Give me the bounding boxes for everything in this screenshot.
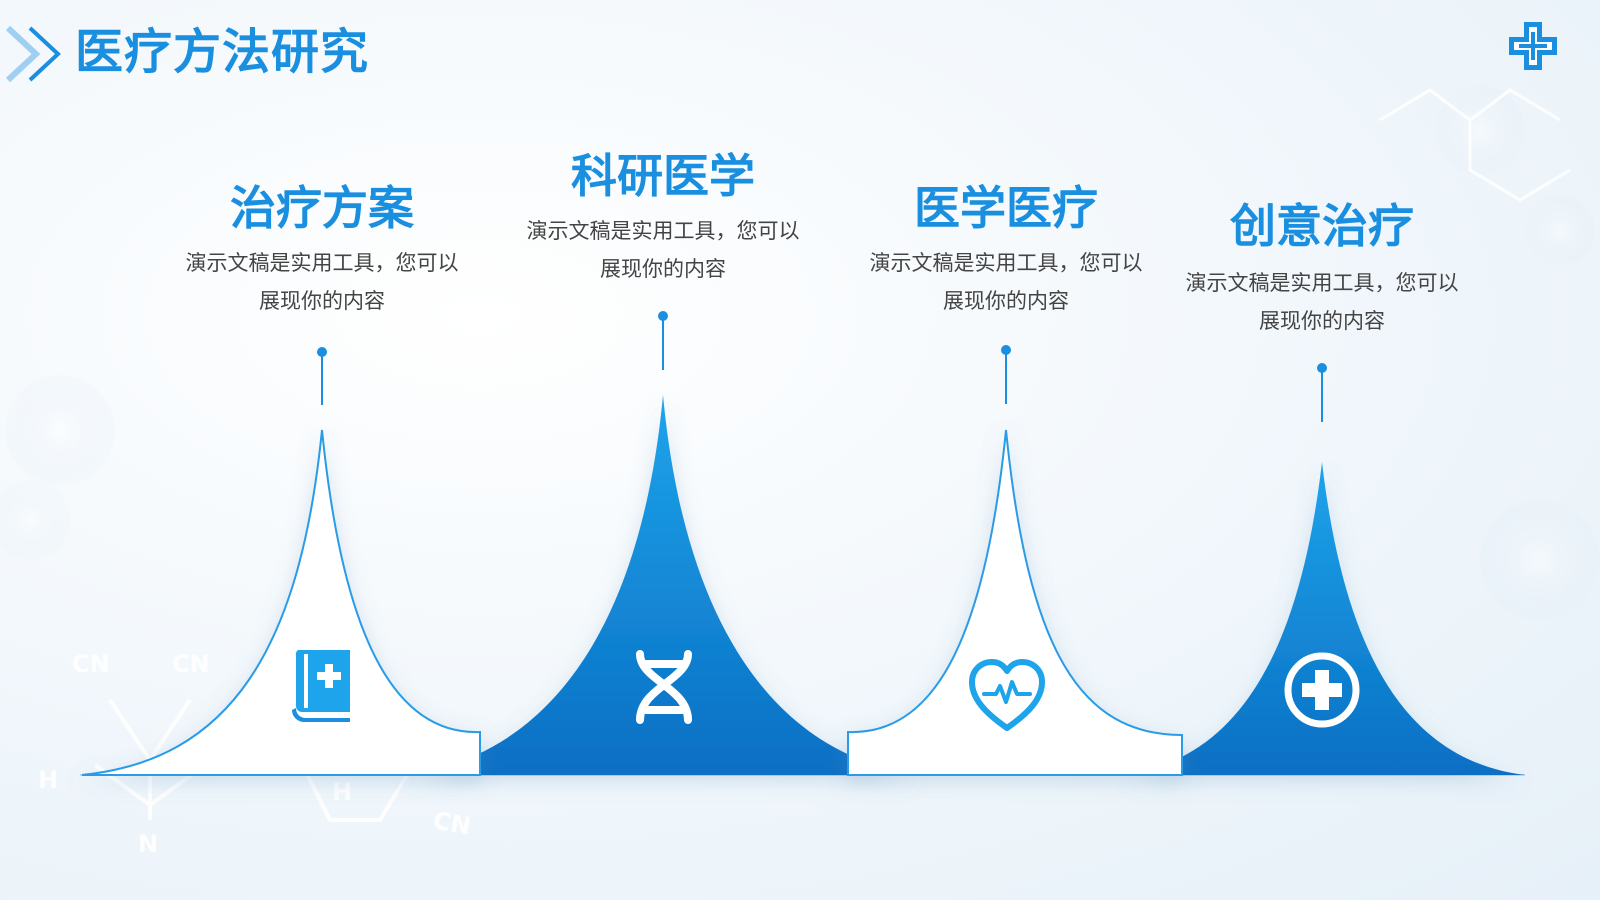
item-title-1: 治疗方案	[230, 181, 414, 235]
medical-book-icon	[292, 650, 350, 722]
item-description-2: 演示文稿是实用工具，您可以展现你的内容	[526, 219, 800, 281]
item-title-3: 医学医疗	[914, 181, 1098, 235]
peak-shape-1	[81, 429, 481, 776]
item-description-3: 演示文稿是实用工具，您可以展现你的内容	[869, 251, 1143, 313]
peak-shape-4	[1122, 462, 1525, 775]
peak-shape-2	[402, 395, 924, 775]
heartbeat-icon	[969, 659, 1045, 731]
item-title-4: 创意治疗	[1230, 199, 1414, 253]
item-title-2: 科研医学	[571, 149, 755, 203]
header: 医疗方法研究	[0, 0, 1600, 110]
dna-icon	[636, 650, 692, 724]
connector-dot	[1001, 345, 1011, 355]
peak-shape-3	[847, 429, 1183, 776]
chevron-right-icon	[5, 25, 61, 83]
medical-cross-logo-icon	[1509, 22, 1557, 70]
connector-dot	[317, 347, 327, 357]
item-description-4: 演示文稿是实用工具，您可以展现你的内容	[1185, 271, 1459, 333]
page-title: 医疗方法研究	[75, 24, 370, 80]
item-description-1: 演示文稿是实用工具，您可以展现你的内容	[185, 251, 459, 313]
connector-dot	[658, 311, 668, 321]
medical-cross-icon	[1284, 652, 1360, 728]
connector-dot	[1317, 363, 1327, 373]
